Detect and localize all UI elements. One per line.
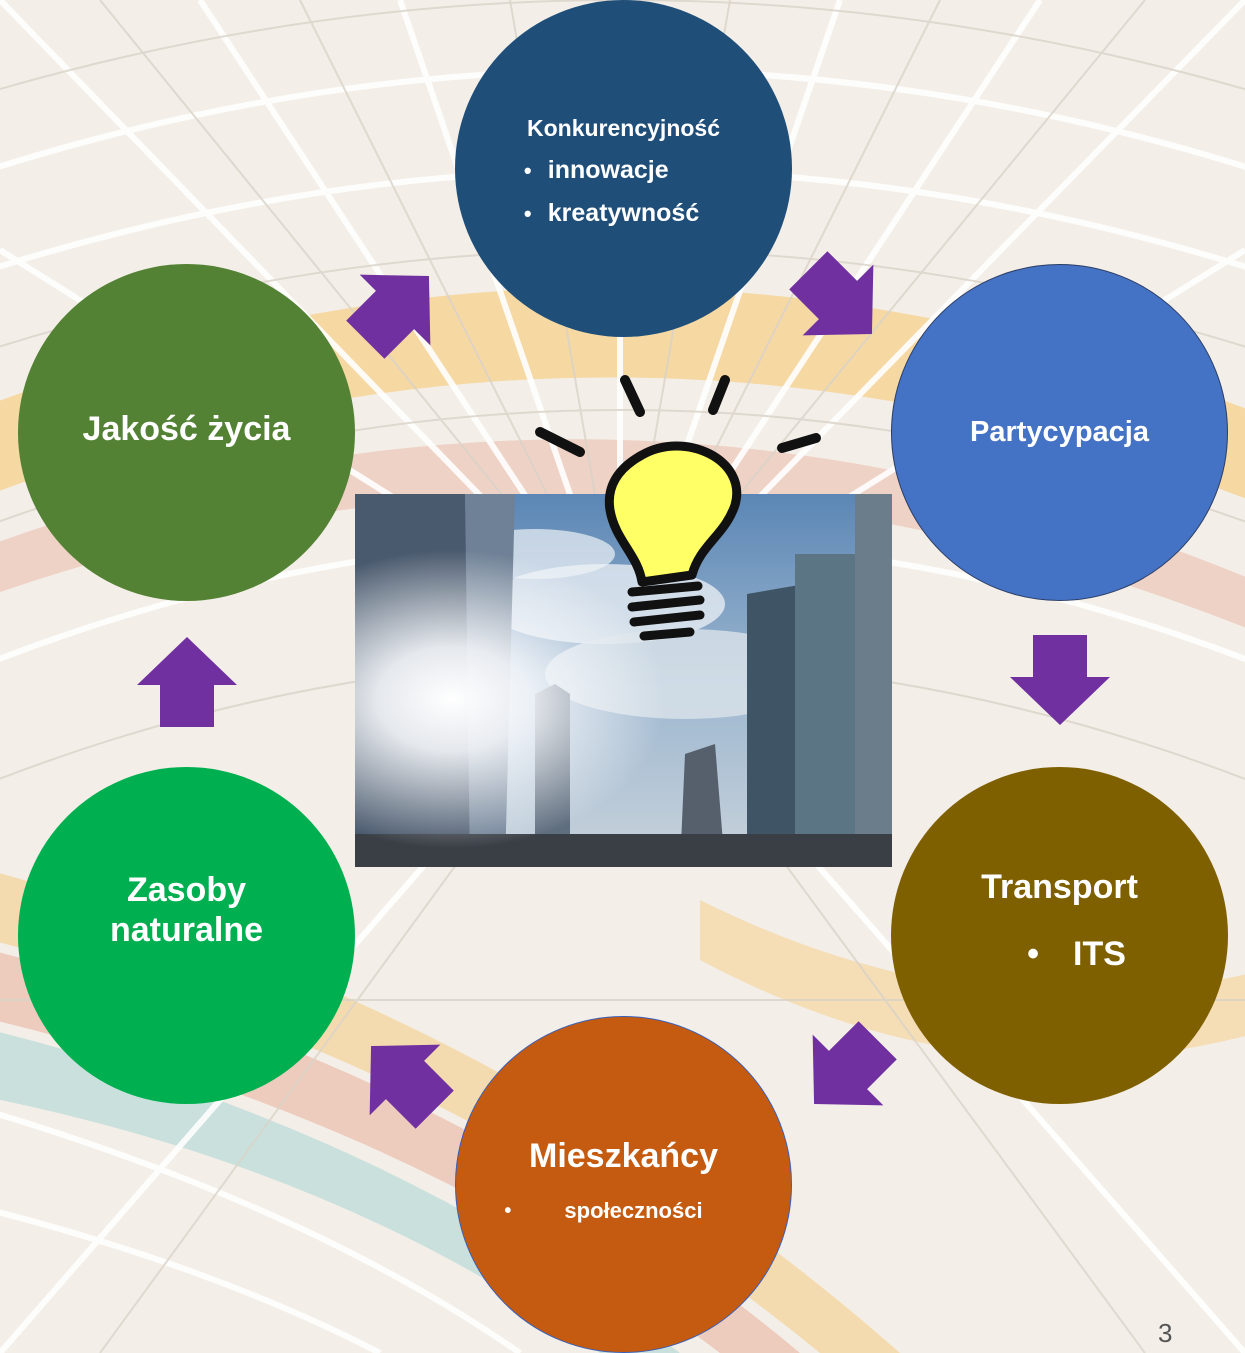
bullet-text: ITS xyxy=(1073,934,1126,973)
node-mieszkancy-bullets: • społeczności xyxy=(504,1198,702,1224)
arrow-to-konkurencyjnosc xyxy=(346,274,431,359)
node-zasoby-title-line2: naturalne xyxy=(109,910,264,949)
node-konkurencyjnosc-title: Konkurencyjność xyxy=(527,115,720,141)
node-zasoby-title: Zasoby naturalne xyxy=(110,870,263,950)
bullet-text: kreatywność xyxy=(547,199,700,227)
lightbulb-idea-icon xyxy=(535,375,821,641)
node-zasoby-title-line1: Zasoby xyxy=(126,870,247,909)
node-transport: Transport • ITS xyxy=(891,767,1228,1104)
bullet-item: • społeczności xyxy=(504,1198,702,1224)
node-jakosc-title: Jakość życia xyxy=(82,410,291,448)
bullet-item: • ITS xyxy=(993,935,1126,974)
node-transport-bullets: • ITS xyxy=(993,935,1126,974)
node-jakosc-zycia: Jakość życia xyxy=(18,264,355,601)
arrow-to-zasoby xyxy=(369,1044,454,1129)
bullet-icon: • xyxy=(1027,934,1039,973)
node-partycypacja: Partycypacja xyxy=(891,264,1228,601)
bullet-item: • kreatywność xyxy=(508,199,699,228)
bullet-text: społeczności xyxy=(564,1198,703,1223)
node-partycypacja-title: Partycypacja xyxy=(970,416,1149,448)
node-zasoby-naturalne: Zasoby naturalne xyxy=(18,767,355,1104)
bullet-item: • innowacje xyxy=(508,156,699,185)
node-konkurencyjnosc-bullets: • innowacje • kreatywność xyxy=(524,156,699,242)
bullet-icon: • xyxy=(523,200,532,226)
arrow-to-partycypacja xyxy=(789,251,874,336)
arrow-to-transport xyxy=(1010,635,1110,725)
node-transport-title: Transport xyxy=(981,867,1138,906)
node-mieszkancy: Mieszkańcy • społeczności xyxy=(455,1016,792,1353)
arrow-to-mieszkancy xyxy=(812,1021,897,1106)
page-number: 3 xyxy=(1158,1318,1173,1348)
city-skyline-photo xyxy=(355,494,892,867)
bullet-icon: • xyxy=(504,1199,512,1222)
node-mieszkancy-title: Mieszkańcy xyxy=(529,1137,718,1175)
bullet-text: innowacje xyxy=(547,156,669,184)
node-konkurencyjnosc: Konkurencyjność • innowacje • kreatywność xyxy=(455,0,792,337)
bullet-icon: • xyxy=(523,157,532,183)
arrow-to-jakosc xyxy=(137,637,237,727)
